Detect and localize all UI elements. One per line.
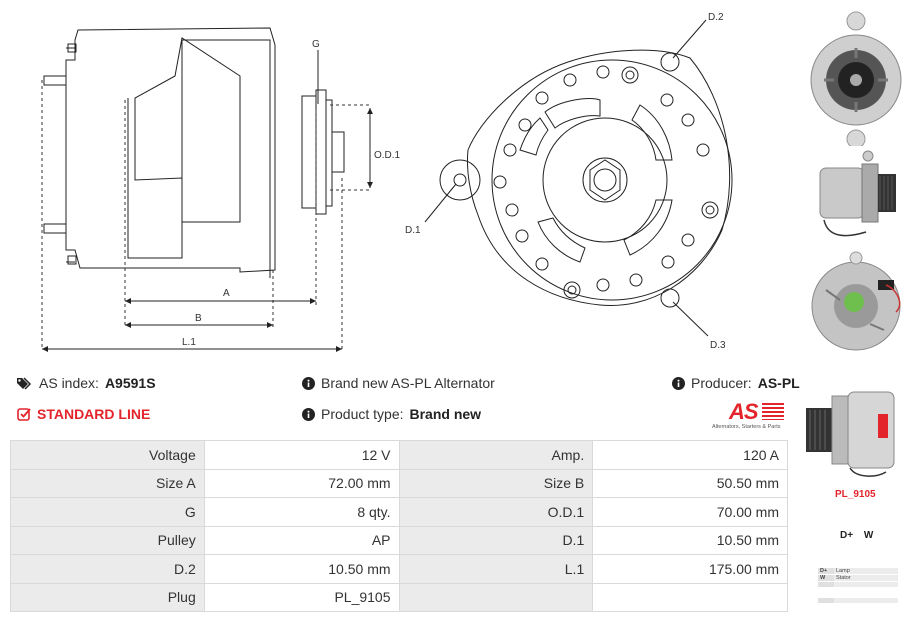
spec-label: Amp.: [398, 440, 594, 470]
plug-pins: D+ W: [840, 530, 874, 541]
info-circle-icon: [302, 376, 315, 390]
spec-label: G: [10, 497, 205, 527]
alternator-pulley-photo[interactable]: [806, 380, 908, 480]
brand-text: Brand new AS-PL Alternator: [321, 375, 495, 391]
alternator-front-photo[interactable]: [806, 5, 908, 155]
spec-value: 10.50 mm: [203, 554, 400, 584]
legend-value: Stator: [834, 574, 898, 582]
legend-cell: [834, 581, 898, 588]
side-view-body: [65, 27, 276, 273]
legend-cell: [818, 597, 834, 604]
dim-d2-label: D.2: [708, 12, 724, 23]
check-square-icon: [17, 408, 31, 421]
logo-tagline: Alternators, Starters & Parts: [712, 424, 781, 430]
product-type-label: Product type:: [321, 406, 404, 422]
legend-value: Lamp: [834, 568, 898, 575]
info-circle-icon: [672, 376, 685, 390]
logo-text: AS: [729, 399, 759, 424]
logo-stripes: [762, 403, 784, 420]
spec-value: 72.00 mm: [203, 468, 400, 498]
legend-cell: [834, 597, 898, 604]
spec-label: [398, 582, 594, 612]
as-index-label: AS index:: [39, 375, 99, 391]
producer-value: AS-PL: [757, 375, 800, 391]
product-type-value: Brand new: [409, 406, 482, 422]
spec-label: D.1: [398, 525, 594, 555]
spec-label: Size A: [10, 468, 205, 498]
plug-name: PL_9105: [835, 489, 876, 500]
dim-a-label: A: [223, 288, 230, 299]
legend-cell: [834, 587, 898, 598]
dim-od1-label: O.D.1: [374, 150, 401, 161]
legend-cell: [818, 587, 834, 598]
spec-value: [592, 582, 788, 612]
standard-line-label: STANDARD LINE: [37, 406, 151, 422]
spec-label: L.1: [398, 554, 594, 584]
spec-label: Voltage: [10, 440, 205, 470]
dim-d3-label: D.3: [710, 340, 726, 351]
legend-row-empty: [818, 587, 898, 598]
alternator-back-photo[interactable]: [806, 250, 908, 360]
spec-value: 50.50 mm: [592, 468, 788, 498]
spec-label: Plug: [10, 582, 205, 612]
info-circle-icon: [302, 407, 315, 421]
spec-value: 175.00 mm: [592, 554, 788, 584]
as-index-value: A9591S: [104, 375, 156, 391]
legend-key: D+: [818, 568, 834, 575]
alternator-side-photo[interactable]: [806, 146, 908, 246]
tags-icon: [17, 376, 32, 390]
legend-row-empty: [818, 581, 898, 588]
spec-label: O.D.1: [398, 497, 594, 527]
producer: Producer: AS-PL: [672, 375, 800, 391]
front-view-flange: [467, 49, 731, 307]
technical-drawing: A B L.1 G O.D.1: [41, 12, 733, 352]
spec-label: D.2: [10, 554, 205, 584]
spec-value: 10.50 mm: [592, 525, 788, 555]
as-index: AS index: A9591S: [17, 375, 156, 391]
legend-cell: [818, 581, 834, 588]
legend-key: W: [818, 574, 834, 582]
spec-value: AP: [203, 525, 400, 555]
spec-label: Size B: [398, 468, 594, 498]
brand-info: Brand new AS-PL Alternator: [302, 375, 495, 391]
standard-line: STANDARD LINE: [17, 406, 150, 422]
dim-l1-label: L.1: [182, 337, 196, 348]
legend-row-empty: [818, 597, 898, 604]
legend-row: D+Lamp: [818, 568, 898, 575]
dim-d1-label: D.1: [405, 225, 421, 236]
spec-label: Pulley: [10, 525, 205, 555]
spec-value: 8 qty.: [203, 497, 400, 527]
spec-value: 70.00 mm: [592, 497, 788, 527]
dim-g-label: G: [312, 39, 320, 50]
product-type: Product type: Brand new: [302, 406, 481, 422]
dim-b-label: B: [195, 313, 202, 324]
spec-value: PL_9105: [203, 582, 400, 612]
as-pl-logo: AS Alternators, Starters & Parts: [712, 399, 792, 433]
spec-value: 12 V: [203, 440, 400, 470]
spec-value: 120 A: [592, 440, 788, 470]
producer-label: Producer:: [691, 375, 752, 391]
